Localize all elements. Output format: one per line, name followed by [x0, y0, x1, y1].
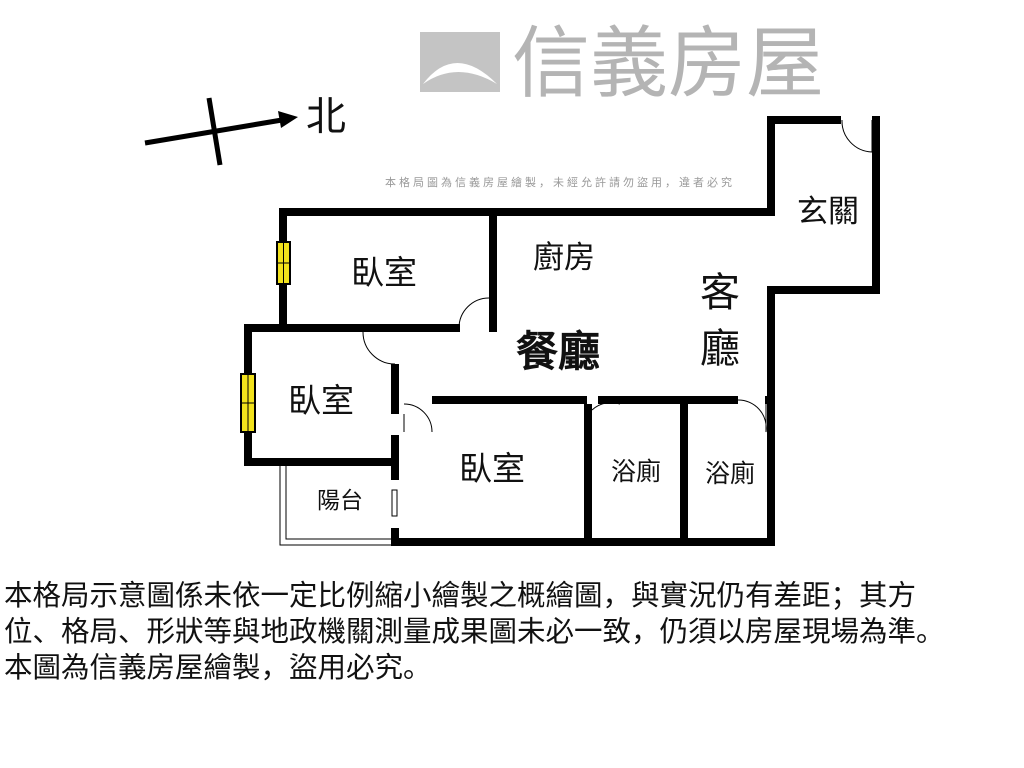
room-kitchen: 廚房: [533, 240, 595, 276]
doors: [362, 119, 873, 433]
disclaimer: 本格局示意圖係未依一定比例縮小繪製之概繪圖，與實況仍有差距；其方 位、格局、形狀…: [4, 578, 1024, 686]
disclaimer-line: 本圖為信義房屋繪製，盜用必究。: [4, 651, 432, 684]
room-living-1: 客: [700, 270, 740, 316]
room-bedroom-left: 臥室: [288, 381, 354, 420]
window-bedroom-left: [240, 373, 256, 433]
room-bath-2: 浴廁: [705, 459, 755, 488]
window-bedroom-top: [276, 241, 291, 285]
disclaimer-line: 位、格局、形狀等與地政機關測量成果圖未必一致，仍須以房屋現場為準。: [4, 615, 945, 648]
brand-logo: [420, 32, 500, 92]
room-living-2: 廳: [700, 326, 740, 372]
north-arrow-icon: 北: [144, 94, 346, 166]
room-entrance: 玄關: [797, 194, 859, 230]
north-label: 北: [306, 94, 346, 140]
room-dining: 餐廳: [516, 327, 600, 376]
room-bedroom-top: 臥室: [351, 253, 417, 292]
watermark-notice: 本格局圖為信義房屋繪製，未經允許請勿盜用，違者必究: [385, 175, 735, 189]
disclaimer-line: 本格局示意圖係未依一定比例縮小繪製之概繪圖，與實況仍有差距；其方: [4, 579, 917, 612]
room-bath-1: 浴廁: [611, 457, 661, 486]
balcony-railing: [279, 466, 398, 546]
room-balcony: 陽台: [317, 488, 363, 514]
watermark: 信義房屋 本格局圖為信義房屋繪製，未經允許請勿盜用，違者必究: [385, 19, 824, 189]
room-bedroom-bottom: 臥室: [459, 449, 525, 488]
watermark-brand: 信義房屋: [512, 19, 824, 109]
